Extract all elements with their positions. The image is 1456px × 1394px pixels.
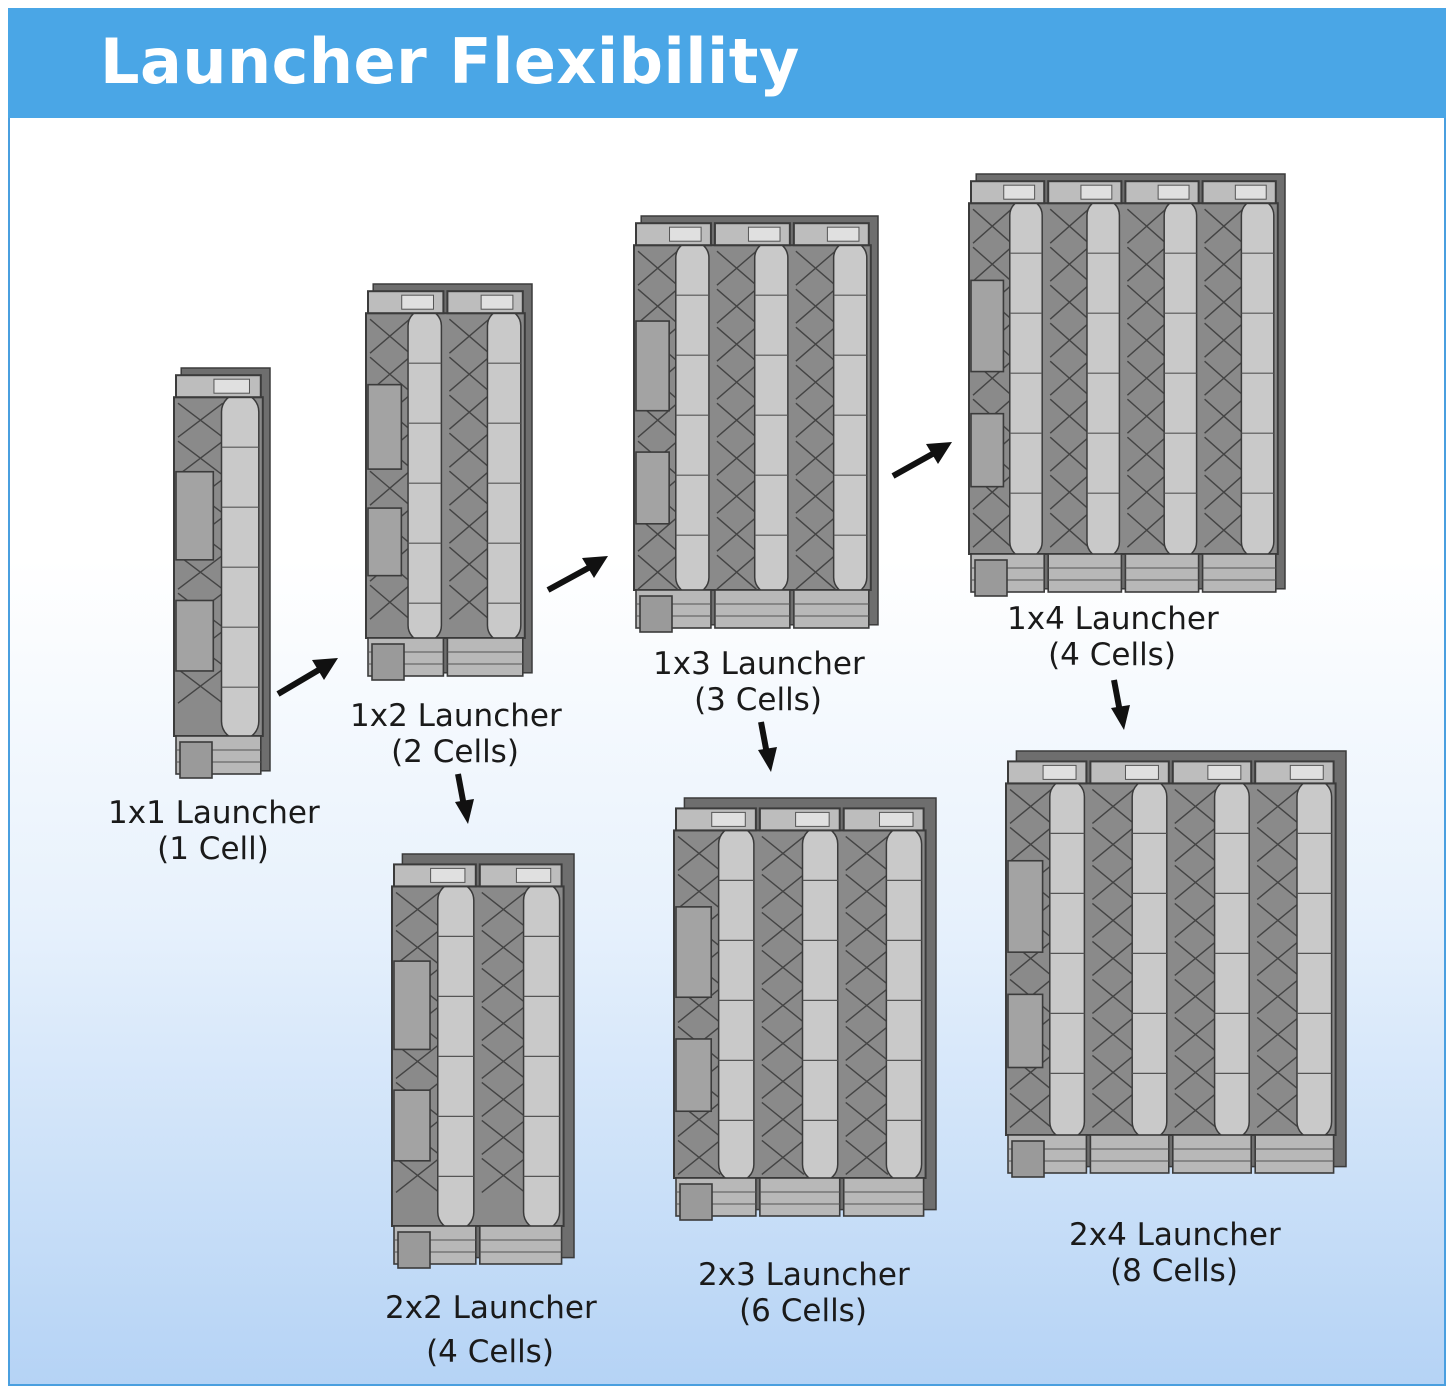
electronics-panel — [368, 508, 401, 576]
cap-hatch — [1125, 765, 1158, 779]
label-1x3-cells: (3 Cells) — [653, 682, 863, 718]
electronics-panel — [394, 1090, 430, 1161]
cap-hatch — [431, 868, 465, 882]
label-2x4: 2x4 Launcher (8 Cells) — [1069, 1217, 1279, 1289]
base-segment — [794, 590, 869, 628]
label-2x2-name: 2x2 Launcher — [385, 1286, 595, 1330]
label-1x3-name: 1x3 Launcher — [653, 646, 863, 682]
cap-hatch — [748, 227, 780, 241]
control-box — [1012, 1141, 1044, 1177]
electronics-panel — [368, 385, 401, 469]
base-segment — [1255, 1135, 1333, 1173]
control-box — [975, 560, 1007, 596]
label-2x3-cells: (6 Cells) — [698, 1293, 908, 1329]
cap-hatch — [481, 295, 513, 309]
canister-tube — [676, 241, 709, 594]
launcher-1x2-drawing — [352, 268, 540, 686]
cap-hatch — [1158, 185, 1189, 199]
base-segment — [1125, 554, 1198, 592]
base-segment — [760, 1178, 840, 1216]
electronics-panel — [636, 321, 669, 411]
control-box — [640, 596, 672, 632]
cap-hatch — [1290, 765, 1323, 779]
label-2x3: 2x3 Launcher (6 Cells) — [698, 1257, 908, 1329]
launcher-2x3-drawing — [660, 782, 944, 1226]
label-1x3: 1x3 Launcher (3 Cells) — [653, 646, 863, 718]
canister-tube — [886, 826, 921, 1182]
label-1x1-name: 1x1 Launcher — [108, 795, 318, 831]
electronics-panel — [676, 1039, 711, 1111]
base-segment — [1048, 554, 1121, 592]
title-banner: Launcher Flexibility — [8, 8, 1446, 118]
label-2x2: 2x2 Launcher (4 Cells) — [385, 1286, 595, 1374]
canister-tube — [408, 309, 441, 642]
launcher-1x1-drawing — [160, 352, 278, 784]
page-title: Launcher Flexibility — [100, 26, 800, 97]
launcher-2x4-drawing — [992, 735, 1354, 1183]
base-segment — [1173, 1135, 1251, 1173]
electronics-panel — [971, 414, 1003, 487]
canister-tube — [719, 826, 754, 1182]
cap-hatch — [214, 379, 250, 393]
canister-tube — [755, 241, 788, 594]
electronics-panel — [176, 472, 213, 560]
electronics-panel — [676, 907, 711, 997]
cap-hatch — [516, 868, 550, 882]
control-box — [680, 1184, 712, 1220]
electronics-panel — [176, 600, 213, 670]
label-2x4-name: 2x4 Launcher — [1069, 1217, 1279, 1253]
label-1x2-name: 1x2 Launcher — [350, 698, 560, 734]
cap-hatch — [402, 295, 434, 309]
base-segment — [447, 638, 522, 676]
base-segment — [1090, 1135, 1168, 1173]
base-segment — [844, 1178, 924, 1216]
label-2x2-cells: (4 Cells) — [385, 1330, 595, 1374]
cap-hatch — [879, 812, 913, 826]
label-2x3-name: 2x3 Launcher — [698, 1257, 908, 1293]
cap-hatch — [796, 812, 830, 826]
cap-hatch — [827, 227, 859, 241]
electronics-panel — [636, 452, 669, 524]
label-1x2: 1x2 Launcher (2 Cells) — [350, 698, 560, 770]
base-segment — [1203, 554, 1276, 592]
canister-tube — [222, 393, 259, 740]
electronics-panel — [971, 280, 1003, 371]
cap-hatch — [1081, 185, 1112, 199]
cap-hatch — [1043, 765, 1076, 779]
label-1x4-name: 1x4 Launcher — [1007, 601, 1217, 637]
label-1x4-cells: (4 Cells) — [1007, 637, 1217, 673]
canister-tube — [803, 826, 838, 1182]
cap-hatch — [670, 227, 702, 241]
label-1x2-cells: (2 Cells) — [350, 734, 560, 770]
cap-hatch — [712, 812, 746, 826]
label-1x1-cells: (1 Cell) — [108, 831, 318, 867]
base-segment — [715, 590, 790, 628]
electronics-panel — [394, 961, 430, 1049]
cap-hatch — [1208, 765, 1241, 779]
label-2x4-cells: (8 Cells) — [1069, 1253, 1279, 1289]
launcher-1x3-drawing — [620, 200, 886, 638]
canister-tube — [834, 241, 867, 594]
electronics-panel — [1008, 994, 1043, 1067]
label-1x4: 1x4 Launcher (4 Cells) — [1007, 601, 1217, 673]
cap-hatch — [1235, 185, 1266, 199]
electronics-panel — [1008, 861, 1043, 952]
launcher-2x2-drawing — [378, 838, 582, 1274]
control-box — [372, 644, 404, 680]
launcher-1x4-drawing — [955, 158, 1293, 602]
control-box — [180, 742, 212, 778]
label-1x1: 1x1 Launcher (1 Cell) — [108, 795, 318, 867]
control-box — [398, 1232, 430, 1268]
cap-hatch — [1004, 185, 1035, 199]
canister-tube — [487, 309, 520, 642]
base-segment — [480, 1226, 562, 1264]
